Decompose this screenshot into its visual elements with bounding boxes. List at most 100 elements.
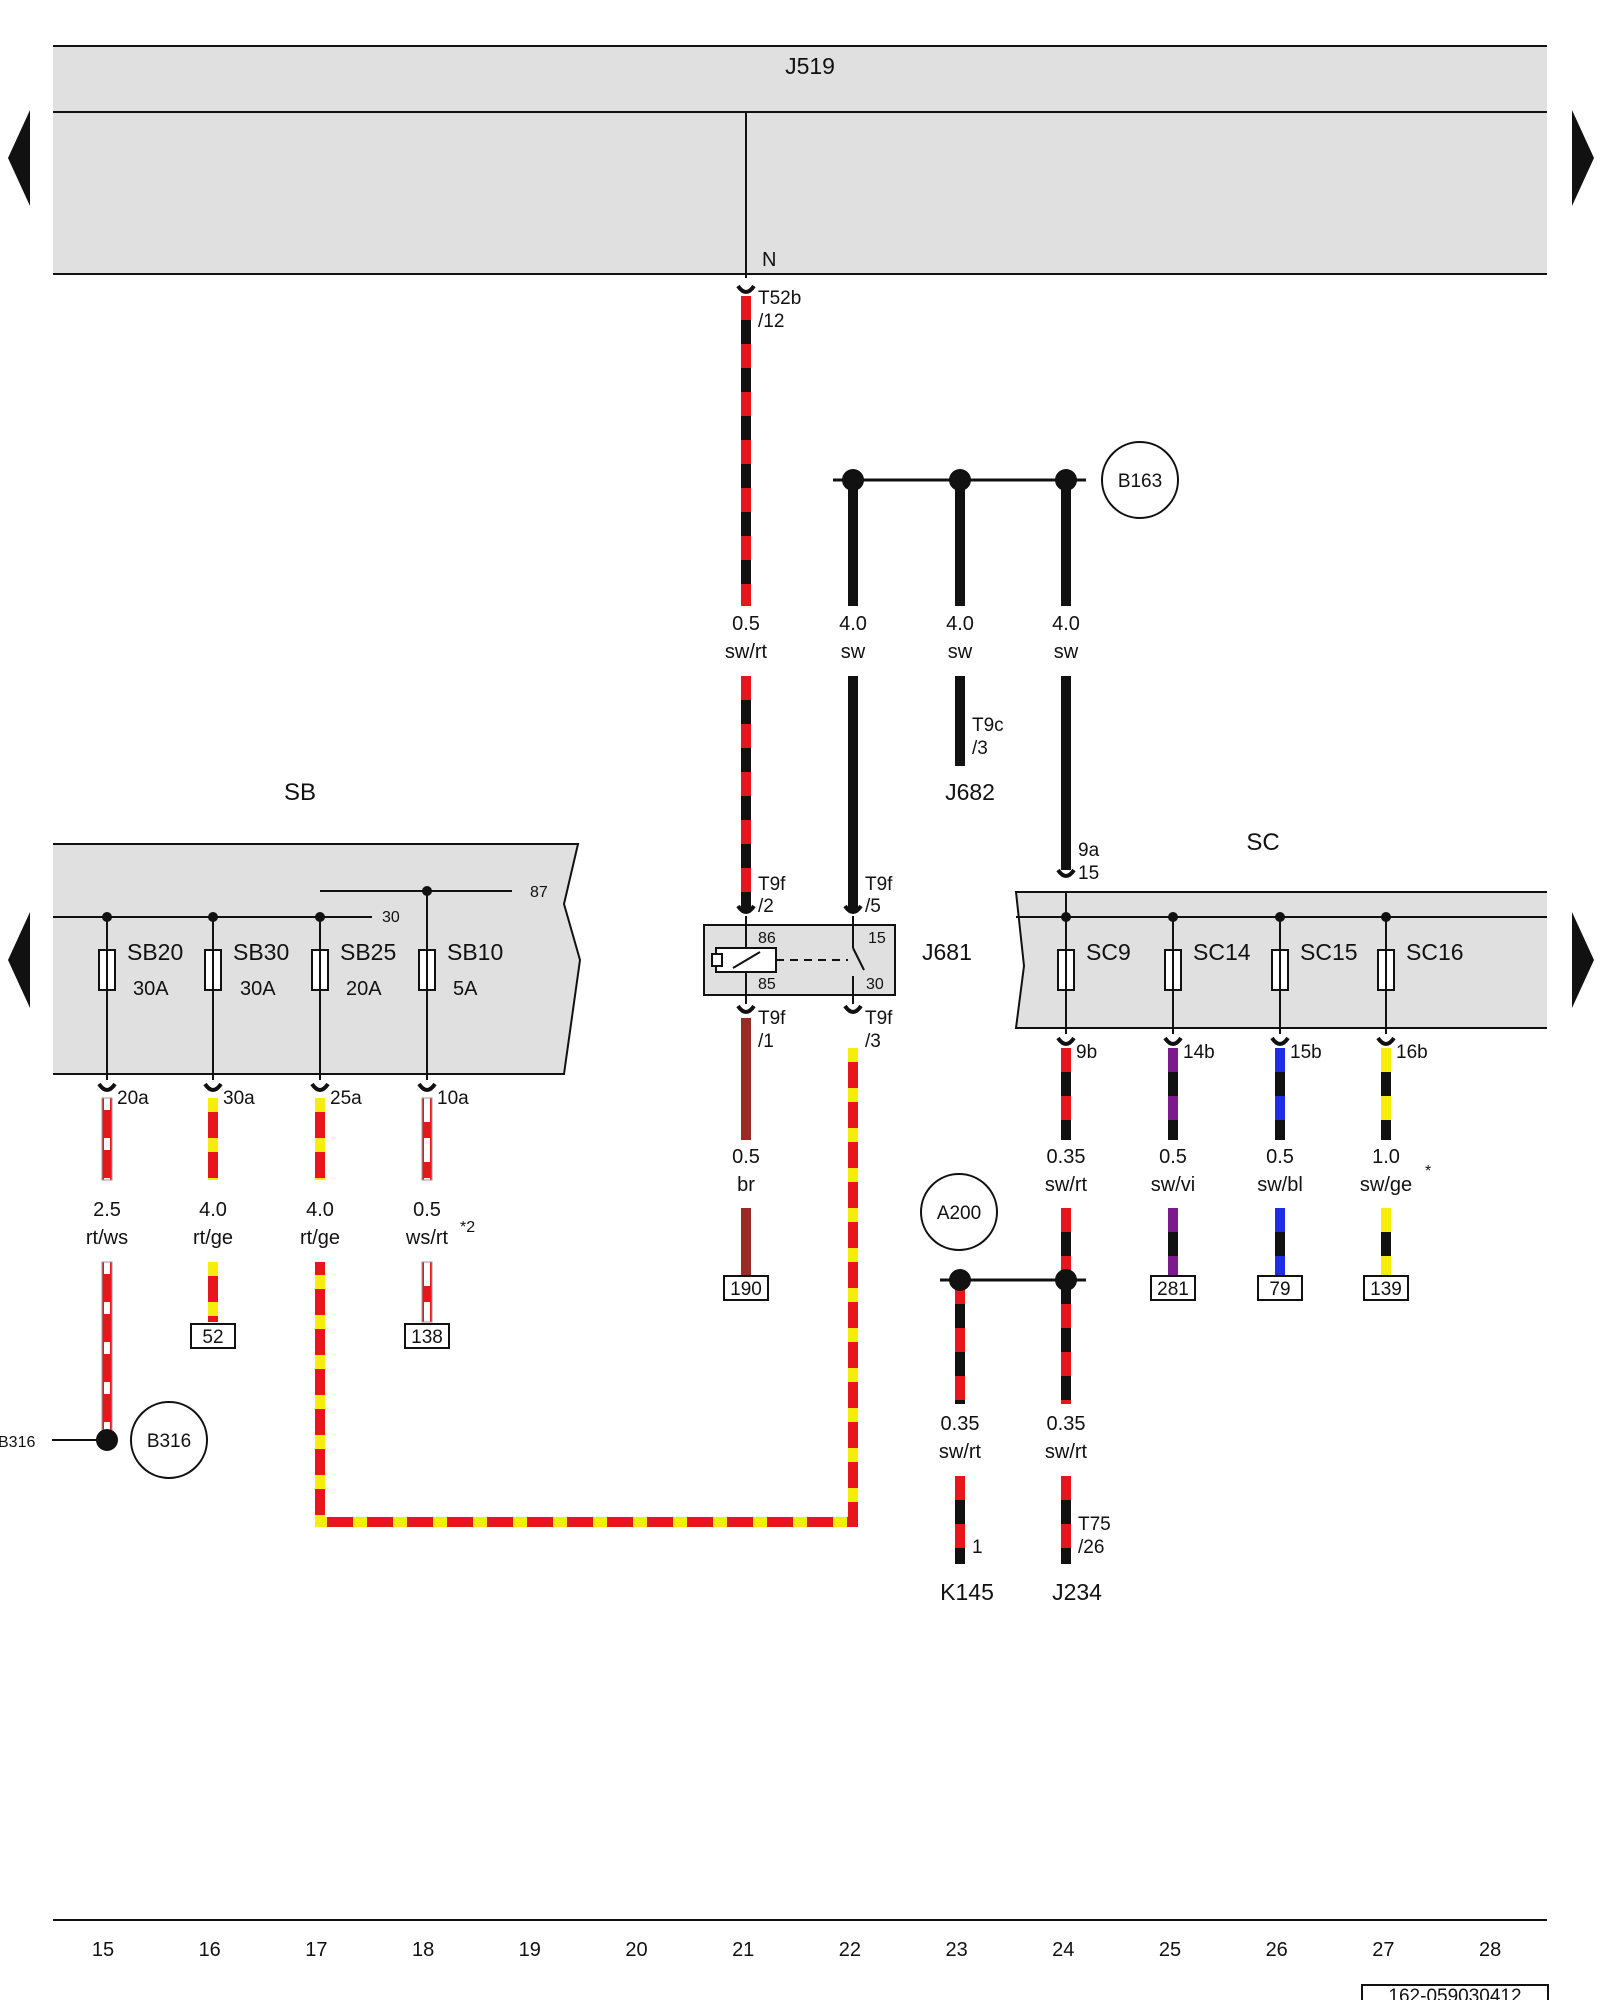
next-page-arrow-mid[interactable]	[1572, 912, 1594, 1008]
ruler-column-24: 24	[1052, 1939, 1074, 1961]
pin-t9c-label: T9c	[972, 715, 1004, 736]
pin-sc9-out: 9b	[1076, 1042, 1097, 1063]
pin-t9f3-number: /3	[865, 1031, 881, 1052]
pin-t9f1-number: /1	[758, 1031, 774, 1052]
wire-col21-size: 0.5	[732, 613, 760, 635]
fuse-sb30-rating: 30A	[240, 978, 276, 1000]
pin-t9f5-number: /5	[865, 896, 881, 917]
sb-label: SB	[284, 779, 316, 806]
ruler-column-19: 19	[519, 1939, 541, 1961]
ref-box-190[interactable]: 190	[723, 1275, 769, 1301]
wire-col22-size: 4.0	[839, 613, 867, 635]
fuse-sc14	[1164, 917, 1182, 1034]
wire-col18-lower	[421, 1261, 433, 1323]
ref-box-138[interactable]: 138	[404, 1323, 450, 1349]
svg-text:B316: B316	[147, 1431, 191, 1452]
wire-col24-size: 4.0	[1052, 613, 1080, 635]
pin-sc-in-number: 15	[1078, 863, 1099, 884]
fuse-sb10-rating: 5A	[453, 978, 478, 1000]
ruler-column-21: 21	[732, 1939, 754, 1961]
wire-col21-color: sw/rt	[725, 641, 768, 663]
wire-col27-note: *	[1425, 1163, 1431, 1180]
wire-col23-color: sw	[948, 641, 973, 663]
wire-col27-size: 1.0	[1372, 1146, 1400, 1168]
pin-t9f5-label: T9f	[865, 874, 893, 895]
fuse-sb20-rating: 30A	[133, 978, 169, 1000]
j681-label: J681	[922, 939, 972, 965]
fuse-sb10	[418, 917, 436, 1080]
sb-bus-30-label: 30	[382, 909, 400, 926]
svg-text:B163: B163	[1118, 471, 1162, 492]
pin-sc-in-label: 9a	[1078, 840, 1100, 861]
wire-col15-lower	[101, 1261, 113, 1431]
fuse-sc14-label: SC14	[1193, 939, 1251, 965]
fuse-sb25-rating: 20A	[346, 978, 382, 1000]
prev-page-arrow-top[interactable]	[8, 110, 30, 206]
pin-t52b-label: T52b	[758, 288, 801, 309]
pin-t9c-number: /3	[972, 738, 988, 759]
prev-page-arrow-mid[interactable]	[8, 912, 30, 1008]
ruler-column-25: 25	[1159, 1939, 1181, 1961]
wire-col26-color: sw/bl	[1257, 1174, 1303, 1196]
sc-label: SC	[1246, 829, 1279, 856]
relay-pin-86: 86	[758, 930, 776, 947]
wire-col17-size: 4.0	[306, 1199, 334, 1221]
k145-label: K145	[940, 1579, 994, 1605]
wire-col18-upper	[421, 1097, 433, 1181]
wire-col27-color: sw/ge	[1360, 1174, 1412, 1196]
wire-col18-note: *2	[460, 1219, 475, 1236]
sb-bus-87-label: 87	[530, 884, 548, 901]
j234-label: J234	[1052, 1579, 1102, 1605]
ref-box-52[interactable]: 52	[190, 1323, 236, 1349]
wire-col24b-size: 0.35	[1047, 1146, 1086, 1168]
wire-col23c-size: 0.35	[941, 1413, 980, 1435]
a200-ground-point: A200	[920, 1173, 998, 1251]
j519-label: J519	[785, 53, 835, 79]
pin-t9f2-label: T9f	[758, 874, 786, 895]
wire-col23c-color: sw/rt	[939, 1441, 982, 1463]
ruler-column-18: 18	[412, 1939, 434, 1961]
fuse-sb30	[204, 917, 222, 1080]
ref-box-79[interactable]: 79	[1257, 1275, 1303, 1301]
ruler-column-15: 15	[92, 1939, 114, 1961]
fuse-sb20-label: SB20	[127, 939, 183, 965]
ruler-column-28: 28	[1479, 1939, 1501, 1961]
svg-text:138: 138	[411, 1327, 443, 1348]
b163-ground-point: B163	[1101, 441, 1179, 519]
fuse-sc16-label: SC16	[1406, 939, 1464, 965]
wire-col25-color: sw/vi	[1151, 1174, 1195, 1196]
j519-pin-n: N	[762, 249, 776, 271]
fuse-sc15-label: SC15	[1300, 939, 1358, 965]
b316-ground-point: B316	[130, 1401, 208, 1479]
ruler-column-23: 23	[945, 1939, 967, 1961]
svg-text:52: 52	[202, 1327, 223, 1348]
wire-col24c-size: 0.35	[1047, 1413, 1086, 1435]
svg-text:190: 190	[730, 1279, 762, 1300]
fuse-sb30-label: SB30	[233, 939, 289, 965]
fuse-sb25	[311, 917, 329, 1080]
fuse-sc9	[1057, 917, 1075, 1034]
pin-sc14-out: 14b	[1183, 1042, 1215, 1063]
pin-k145-number: 1	[972, 1537, 983, 1558]
b163-bus	[833, 469, 1086, 491]
pin-t52b-number: /12	[758, 311, 784, 332]
svg-text:A200: A200	[937, 1203, 981, 1224]
wire-col21b-size: 0.5	[732, 1146, 760, 1168]
fuse-sc16	[1377, 917, 1395, 1034]
b316-node	[96, 1429, 118, 1451]
pin-t9f1-label: T9f	[758, 1008, 786, 1029]
next-page-arrow-top[interactable]	[1572, 110, 1594, 206]
pin-t9f2-number: /2	[758, 896, 774, 917]
wire-col21b-color: br	[737, 1174, 755, 1196]
ref-box-139[interactable]: 139	[1363, 1275, 1409, 1301]
ruler-column-20: 20	[625, 1939, 647, 1961]
a200-junction	[940, 1269, 1086, 1291]
relay-pin-85: 85	[758, 976, 776, 993]
wire-col22-color: sw	[841, 641, 866, 663]
ref-box-281[interactable]: 281	[1150, 1275, 1196, 1301]
wire-col22-col17-red-yellow	[315, 1048, 858, 1527]
svg-text:281: 281	[1157, 1279, 1189, 1300]
pin-sb10-out: 10a	[437, 1088, 469, 1109]
wire-col24-color: sw	[1054, 641, 1079, 663]
